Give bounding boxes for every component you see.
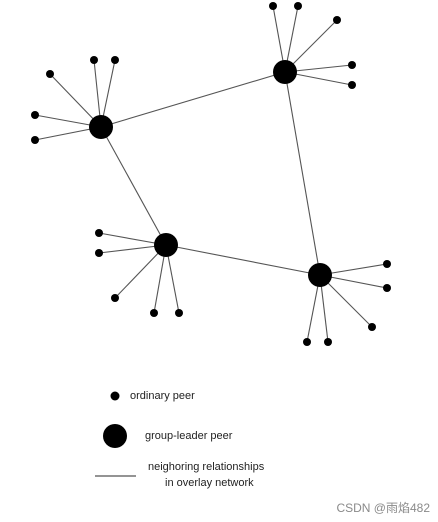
ordinary-peer-node	[348, 61, 356, 69]
ordinary-peer-node	[269, 2, 277, 10]
ordinary-peer-node	[46, 70, 54, 78]
group-leader-peer-node	[273, 60, 297, 84]
ordinary-peer-node	[150, 309, 158, 317]
group-leader-peer-node	[154, 233, 178, 257]
ordinary-peer-node	[31, 111, 39, 119]
leader-link-leader-c-leader-d	[165, 244, 321, 276]
edges-layer	[34, 5, 388, 343]
ordinary-peer-node	[95, 249, 103, 257]
legend	[95, 391, 136, 477]
leader-link-leader-a-leader-c	[100, 126, 167, 246]
leader-link-leader-a-leader-b	[100, 71, 286, 128]
peer-link-leader-d-2	[319, 274, 373, 328]
ordinary-peer-node	[303, 338, 311, 346]
peer-link-leader-a-0	[49, 73, 102, 128]
ordinary-peer-node	[95, 229, 103, 237]
csdn-watermark: CSDN @雨焰482	[336, 501, 430, 515]
legend-group-leader-peer-icon	[103, 424, 127, 448]
legend-edge-label-line2: in overlay network	[165, 477, 254, 489]
ordinary-peer-node	[111, 294, 119, 302]
peer-link-leader-b-2	[284, 19, 338, 73]
leader-link-leader-b-leader-d	[284, 71, 321, 276]
legend-edge-label-line1: neighoring relationships	[148, 461, 265, 473]
legend-group-leader-peer-label: group-leader peer	[145, 430, 233, 442]
legend-ordinary-peer-icon	[110, 391, 120, 401]
legend-ordinary-peer-label: ordinary peer	[130, 390, 195, 402]
ordinary-peer-node	[368, 323, 376, 331]
ordinary-peer-node	[348, 81, 356, 89]
ordinary-peer-node	[111, 56, 119, 64]
ordinary-peer-node	[383, 260, 391, 268]
ordinary-peer-node	[175, 309, 183, 317]
nodes-layer	[31, 2, 391, 346]
peer-link-leader-c-2	[114, 244, 167, 299]
group-leader-peer-node	[89, 115, 113, 139]
ordinary-peer-node	[324, 338, 332, 346]
ordinary-peer-node	[294, 2, 302, 10]
ordinary-peer-node	[31, 136, 39, 144]
group-leader-peer-node	[308, 263, 332, 287]
ordinary-peer-node	[90, 56, 98, 64]
ordinary-peer-node	[333, 16, 341, 24]
ordinary-peer-node	[383, 284, 391, 292]
